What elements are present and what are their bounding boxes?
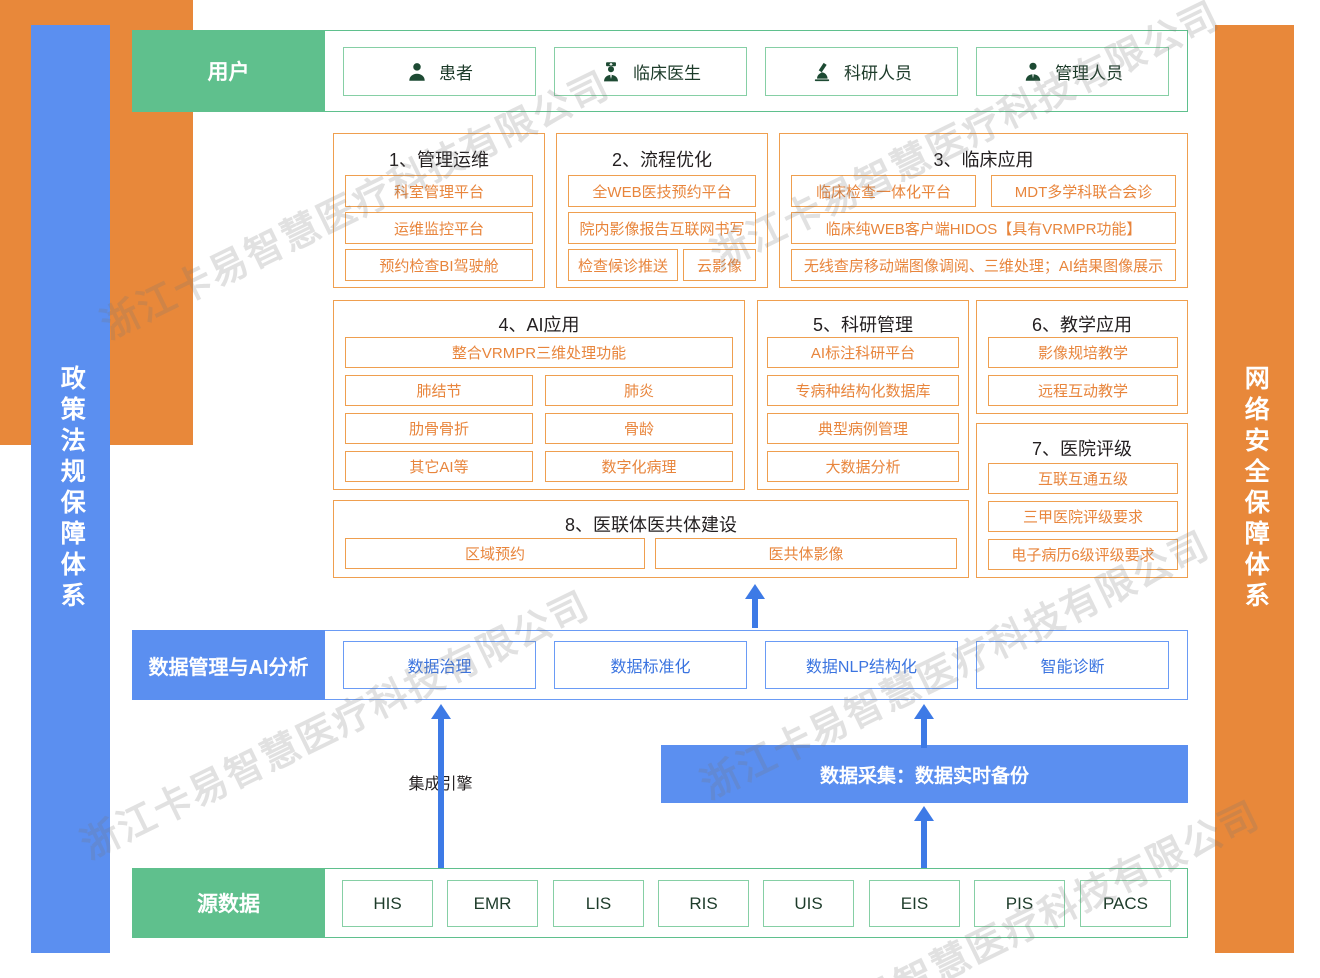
- arrow-source-to-collect: [910, 806, 938, 868]
- source-card-his[interactable]: HIS: [342, 880, 433, 927]
- box-ops-monitoring-platform[interactable]: 运维监控平台: [345, 212, 533, 244]
- source-card-pacs[interactable]: PACS: [1080, 880, 1171, 927]
- section-6-title: 6、教学应用: [1031, 315, 1132, 335]
- section-1-title: 1、管理运维: [388, 150, 489, 170]
- box-web-appointment-platform[interactable]: 全WEB医技预约平台: [568, 175, 756, 207]
- dm-card-data-governance[interactable]: 数据治理: [343, 641, 536, 689]
- user-row-label: 用户: [132, 30, 325, 112]
- manager-icon: [1025, 62, 1041, 81]
- box-pneumonia[interactable]: 肺炎: [545, 375, 733, 406]
- source-card-uis[interactable]: UIS: [763, 880, 854, 927]
- box-big-data-analysis[interactable]: 大数据分析: [767, 451, 959, 482]
- box-ai-annotation-platform[interactable]: AI标注科研平台: [767, 337, 959, 368]
- box-tertiary-hospital-rating[interactable]: 三甲医院评级要求: [988, 501, 1178, 532]
- user-card-label: 临床医生: [633, 64, 701, 83]
- source-card-ris[interactable]: RIS: [658, 880, 749, 927]
- user-card-patient[interactable]: 患者: [343, 47, 536, 96]
- source-card-pis[interactable]: PIS: [974, 880, 1065, 927]
- box-digital-pathology[interactable]: 数字化病理: [545, 451, 733, 482]
- section-7-title: 7、医院评级: [1031, 439, 1132, 459]
- data-management-row-label: 数据管理与AI分析: [132, 630, 325, 700]
- box-bone-age[interactable]: 骨龄: [545, 413, 733, 444]
- box-cloud-imaging[interactable]: 云影像: [683, 249, 756, 281]
- arrow-data-to-section8: [741, 584, 769, 628]
- arrow-collect-to-dm: [910, 704, 938, 748]
- source-card-emr[interactable]: EMR: [447, 880, 538, 927]
- section-2-title: 2、流程优化: [611, 150, 712, 170]
- arrow-integration-engine: [427, 704, 455, 868]
- user-card-label: 管理人员: [1055, 64, 1123, 83]
- user-card-label: 科研人员: [844, 64, 912, 83]
- microscope-icon: [814, 62, 830, 81]
- box-vrmpr-3d[interactable]: 整合VRMPR三维处理功能: [345, 337, 733, 368]
- source-card-eis[interactable]: EIS: [869, 880, 960, 927]
- box-clinical-exam-integrated[interactable]: 临床检查一体化平台: [791, 175, 976, 207]
- section-4-title: 4、AI应用: [498, 315, 580, 335]
- sidebar-right-label: 网络安全保障体系: [1241, 365, 1270, 613]
- data-collection-bar: 数据采集：数据实时备份: [661, 745, 1188, 803]
- dm-card-data-nlp[interactable]: 数据NLP结构化: [765, 641, 958, 689]
- doctor-icon: [604, 61, 618, 81]
- box-mdt-consultation[interactable]: MDT多学科联合会诊: [991, 175, 1176, 207]
- box-interconnection-level5[interactable]: 互联互通五级: [988, 463, 1178, 494]
- box-remote-interactive-teaching[interactable]: 远程互动教学: [988, 375, 1178, 406]
- box-rib-fracture[interactable]: 肋骨骨折: [345, 413, 533, 444]
- user-card-administrator[interactable]: 管理人员: [976, 47, 1169, 96]
- box-dept-management-platform[interactable]: 科室管理平台: [345, 175, 533, 207]
- sidebar-network-security: 网络安全保障体系: [1215, 25, 1294, 953]
- dm-card-intelligent-diagnosis[interactable]: 智能诊断: [976, 641, 1169, 689]
- box-other-ai[interactable]: 其它AI等: [345, 451, 533, 482]
- box-mobile-ward-round[interactable]: 无线查房移动端图像调阅、三维处理；AI结果图像展示: [791, 249, 1176, 281]
- box-bi-cockpit[interactable]: 预约检查BI驾驶舱: [345, 249, 533, 281]
- box-regional-appointment[interactable]: 区域预约: [345, 538, 645, 569]
- box-imaging-training[interactable]: 影像规培教学: [988, 337, 1178, 368]
- box-alliance-imaging[interactable]: 医共体影像: [655, 538, 957, 569]
- box-inhospital-report-writing[interactable]: 院内影像报告互联网书写: [568, 212, 756, 244]
- section-3-title: 3、临床应用: [933, 150, 1034, 170]
- user-card-label: 患者: [439, 64, 473, 83]
- watermark-text: 浙江卡易智慧医疗科技有限公司: [74, 584, 597, 868]
- sidebar-policy-guarantee: 政策法规保障体系: [31, 25, 110, 953]
- patient-icon: [409, 62, 425, 81]
- box-typical-case-management[interactable]: 典型病例管理: [767, 413, 959, 444]
- source-data-row-label: 源数据: [132, 868, 325, 938]
- section-5-title: 5、科研管理: [812, 315, 913, 335]
- box-hidos-web-client[interactable]: 临床纯WEB客户端HIDOS【具有VRMPR功能】: [791, 212, 1176, 244]
- box-disease-structured-db[interactable]: 专病种结构化数据库: [767, 375, 959, 406]
- box-lung-nodule[interactable]: 肺结节: [345, 375, 533, 406]
- user-card-clinician[interactable]: 临床医生: [554, 47, 747, 96]
- section-8-title: 8、医联体医共体建设: [564, 515, 737, 535]
- user-card-researcher[interactable]: 科研人员: [765, 47, 958, 96]
- dm-card-data-standardization[interactable]: 数据标准化: [554, 641, 747, 689]
- source-card-lis[interactable]: LIS: [553, 880, 644, 927]
- box-exam-waiting-push[interactable]: 检查候诊推送: [568, 249, 678, 281]
- box-emr-level6-rating[interactable]: 电子病历6级评级要求: [988, 539, 1178, 570]
- sidebar-left-label: 政策法规保障体系: [57, 365, 86, 613]
